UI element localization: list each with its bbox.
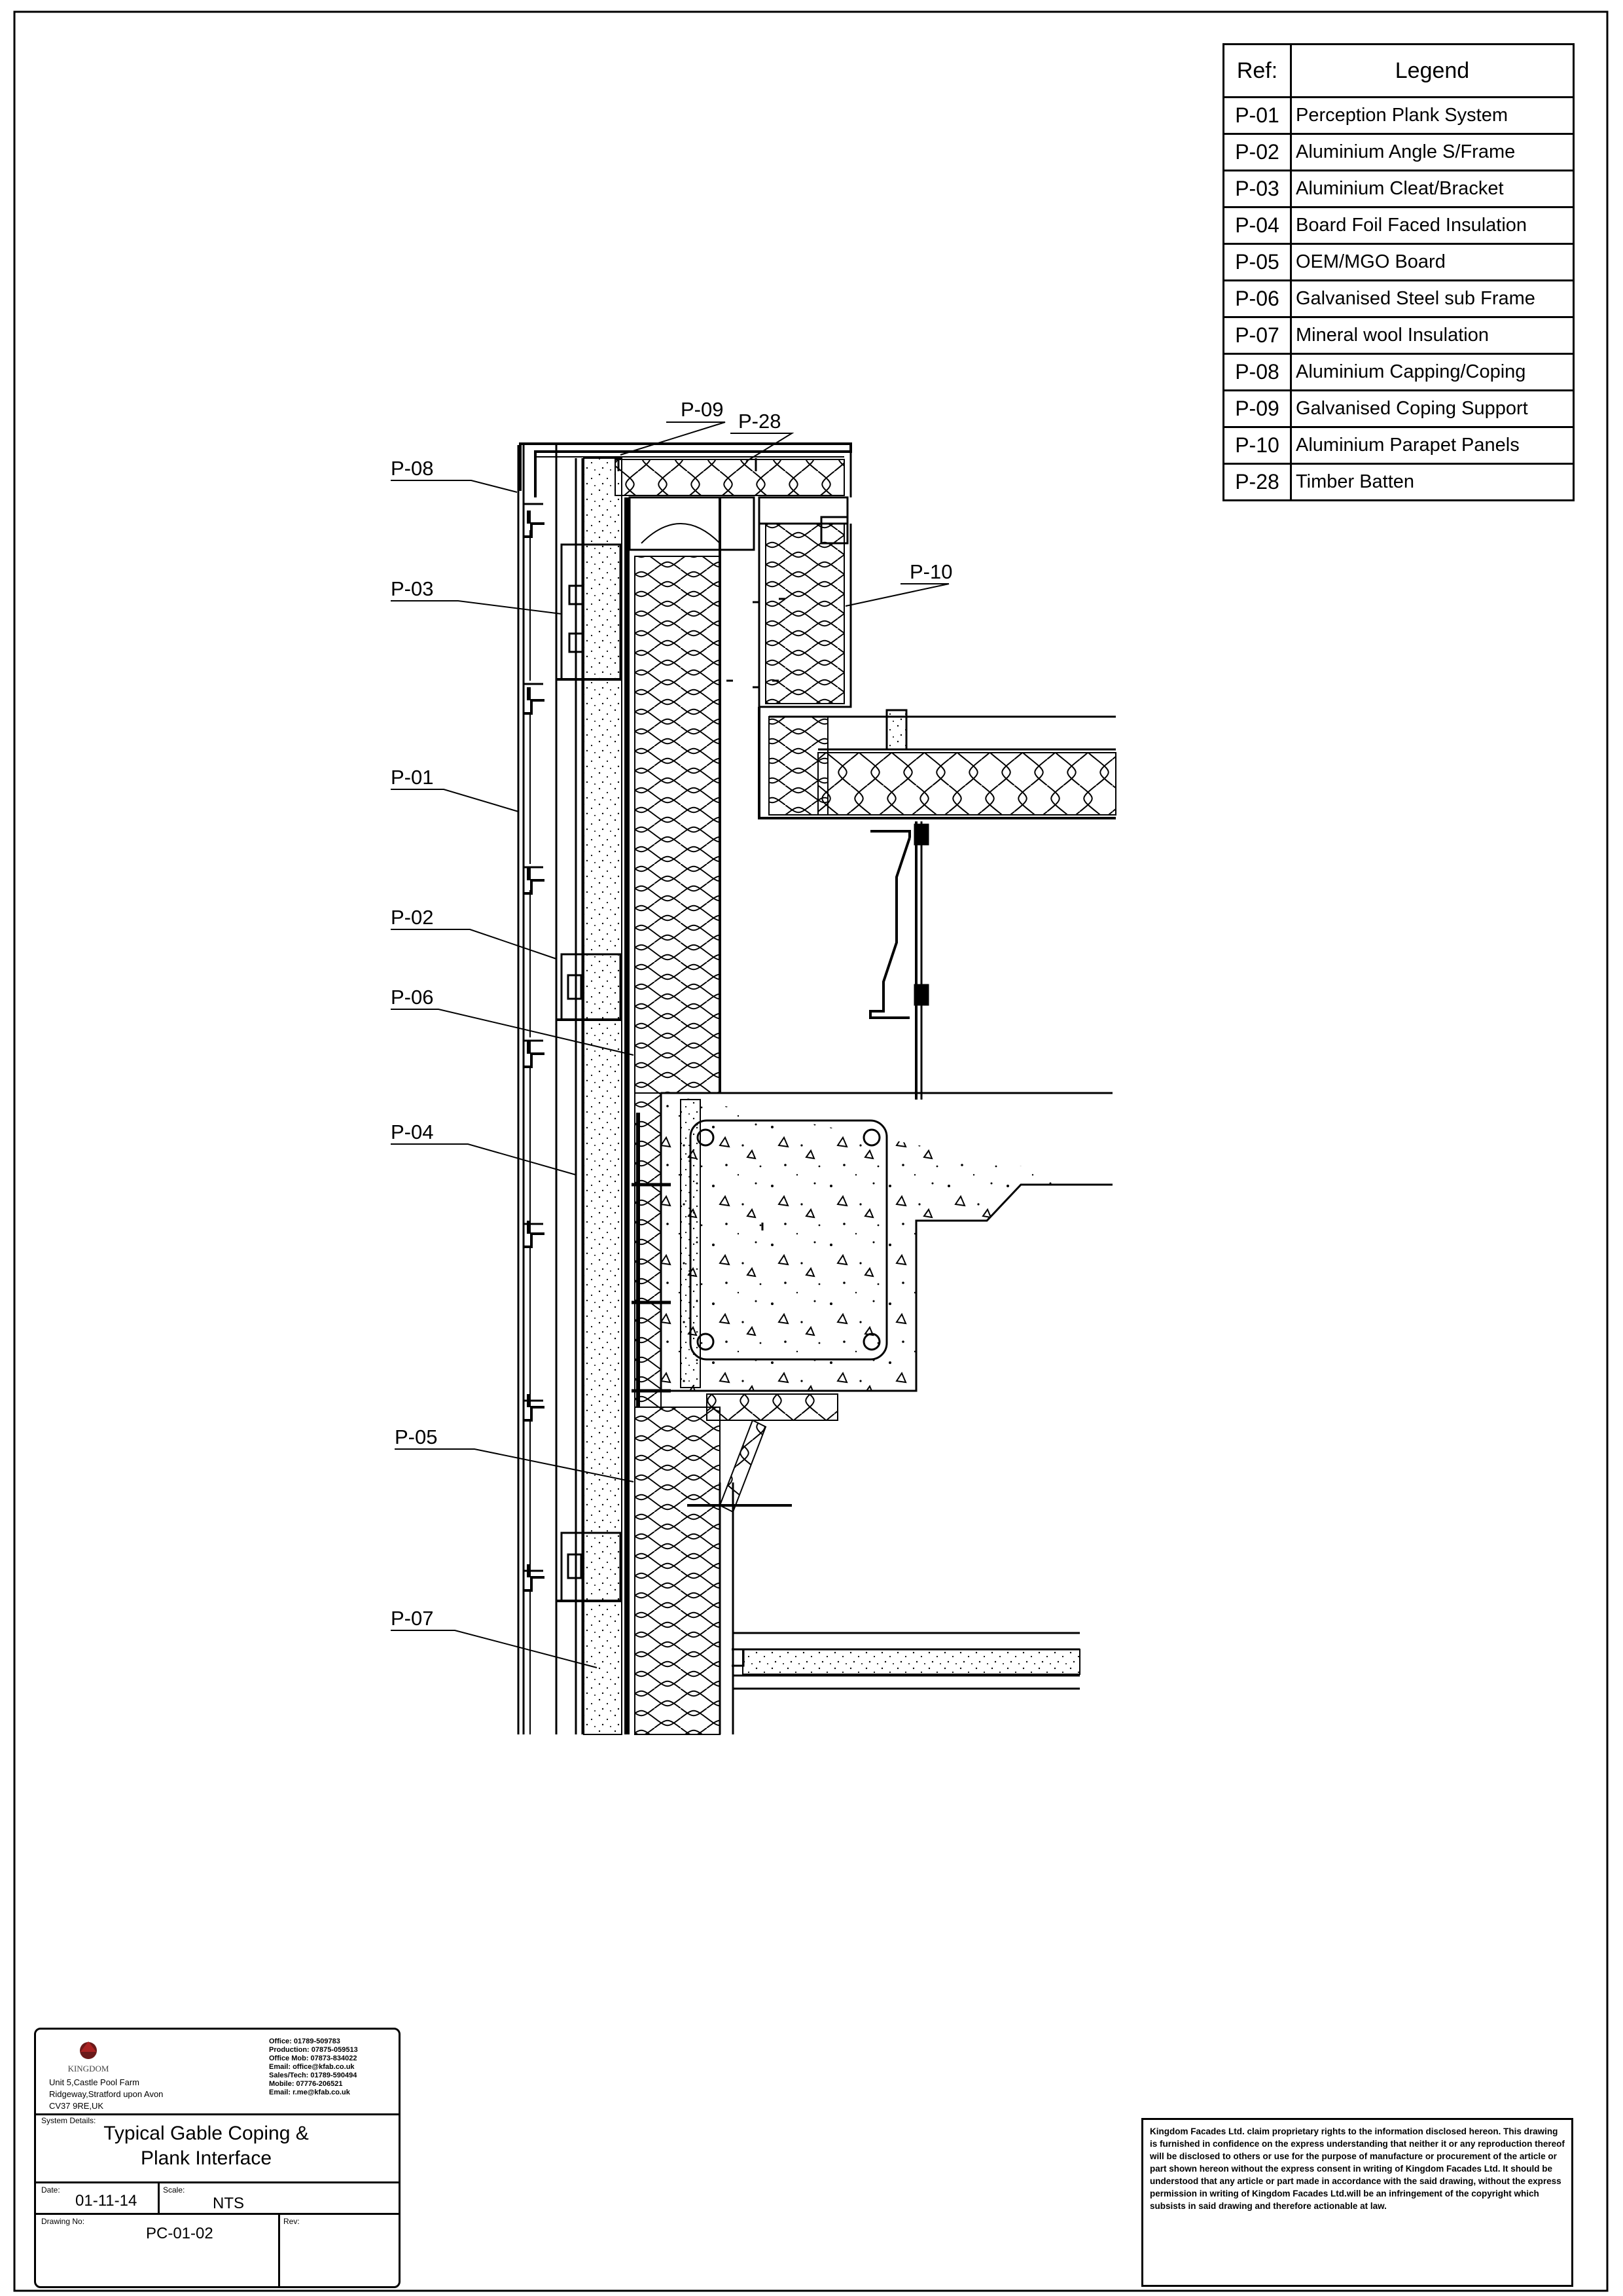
address-line: Ridgeway,Stratford upon Avon — [49, 2089, 164, 2099]
section-detail — [517, 442, 1116, 1735]
legend-text: Aluminium Cleat/Bracket — [1290, 170, 1575, 208]
legend-ref: P-09 — [1222, 389, 1292, 428]
address-line: CV37 9RE,UK — [49, 2101, 104, 2111]
legend-ref: P-01 — [1222, 96, 1292, 135]
legend-ref: P-05 — [1222, 243, 1292, 281]
copyright-disclaimer: Kingdom Facades Ltd. claim proprietary r… — [1141, 2118, 1573, 2287]
legend-ref: P-02 — [1222, 133, 1292, 171]
legend-ref: P-04 — [1222, 206, 1292, 245]
callout-p05: P-05 — [395, 1426, 437, 1448]
legend-text: Aluminium Parapet Panels — [1290, 426, 1575, 465]
kingdom-logo: KINGDOM — [68, 2041, 109, 2073]
system-details-label: System Details: — [41, 2116, 96, 2125]
drawing-title-line: Plank Interface — [140, 2147, 272, 2169]
legend-text: Perception Plank System — [1290, 96, 1575, 135]
legend-text: Mineral wool Insulation — [1290, 316, 1575, 355]
drawing-no-label: Drawing No: — [41, 2217, 85, 2226]
legend-text: Aluminium Capping/Coping — [1290, 353, 1575, 391]
legend-ref: P-10 — [1222, 426, 1292, 465]
rev-label: Rev: — [283, 2217, 300, 2226]
legend-text: Board Foil Faced Insulation — [1290, 206, 1575, 245]
title-block-divider — [36, 2113, 399, 2115]
callout-p07: P-07 — [391, 1607, 433, 1630]
callout-p10: P-10 — [910, 560, 952, 583]
svg-text:KINGDOM: KINGDOM — [68, 2064, 109, 2073]
contact-line: Email: r.me@kfab.co.uk — [269, 2089, 350, 2096]
contact-line: Sales/Tech: 01789-590494 — [269, 2072, 357, 2079]
callout-p03: P-03 — [391, 577, 433, 600]
date-label: Date: — [41, 2185, 60, 2195]
contact-line: Production: 07875-059513 — [269, 2046, 358, 2054]
company-address: Unit 5,Castle Pool Farm Ridgeway,Stratfo… — [49, 2077, 193, 2112]
concrete-slab — [660, 1092, 1113, 1392]
legend-ref: P-06 — [1222, 279, 1292, 318]
callout-p09: P-09 — [681, 398, 723, 421]
contact-line: Mobile: 07776-206521 — [269, 2080, 343, 2088]
contact-line: Office Mob: 07873-834022 — [269, 2054, 357, 2062]
legend-ref: P-07 — [1222, 316, 1292, 355]
title-block: KINGDOM Unit 5,Castle Pool Farm Ridgeway… — [34, 2028, 401, 2288]
drawing-no-value: PC-01-02 — [146, 2225, 213, 2242]
legend-text: Aluminium Angle S/Frame — [1290, 133, 1575, 171]
legend-text: Galvanised Steel sub Frame — [1290, 279, 1575, 318]
drawing-title-line: Typical Gable Coping & — [103, 2123, 309, 2144]
legend-header-row: Ref: Legend — [1222, 43, 1575, 98]
title-block-divider — [278, 2213, 280, 2288]
legend-header: Legend — [1290, 43, 1575, 98]
legend-text: Timber Batten — [1290, 463, 1575, 501]
legend-ref-header: Ref: — [1222, 43, 1292, 98]
title-block-divider — [36, 2213, 399, 2215]
drawing-title: Typical Gable Coping & Plank Interface — [75, 2121, 337, 2171]
date-value: 01-11-14 — [75, 2192, 137, 2210]
scale-label: Scale: — [163, 2185, 185, 2195]
callout-p28: P-28 — [738, 410, 781, 433]
company-contacts: Office: 01789-509783 Production: 07875-0… — [269, 2037, 393, 2097]
legend-ref: P-08 — [1222, 353, 1292, 391]
aluminium-brackets — [556, 543, 622, 1602]
contact-line: Email: office@kfab.co.uk — [269, 2063, 355, 2071]
scale-value: NTS — [213, 2195, 244, 2212]
callout-p02: P-02 — [391, 906, 433, 929]
title-block-divider — [158, 2181, 160, 2213]
callout-p01: P-01 — [391, 766, 433, 789]
legend-text: OEM/MGO Board — [1290, 243, 1575, 281]
contact-line: Office: 01789-509783 — [269, 2037, 340, 2045]
callout-p04: P-04 — [391, 1121, 433, 1143]
legend-text: Galvanised Coping Support — [1290, 389, 1575, 428]
address-line: Unit 5,Castle Pool Farm — [49, 2077, 139, 2087]
legend-ref: P-28 — [1222, 463, 1292, 501]
callout-leaders — [391, 422, 950, 1668]
callout-p06: P-06 — [391, 986, 433, 1009]
callout-p08: P-08 — [391, 457, 433, 480]
callout-labels: P-08 P-09 P-28 P-03 P-10 P-01 P-02 P-06 … — [391, 398, 952, 1630]
title-block-divider — [36, 2181, 399, 2183]
plank-cladding — [517, 445, 558, 1734]
legend-ref: P-03 — [1222, 170, 1292, 208]
board-layers — [575, 457, 630, 1735]
aluminium-coping — [519, 442, 852, 497]
